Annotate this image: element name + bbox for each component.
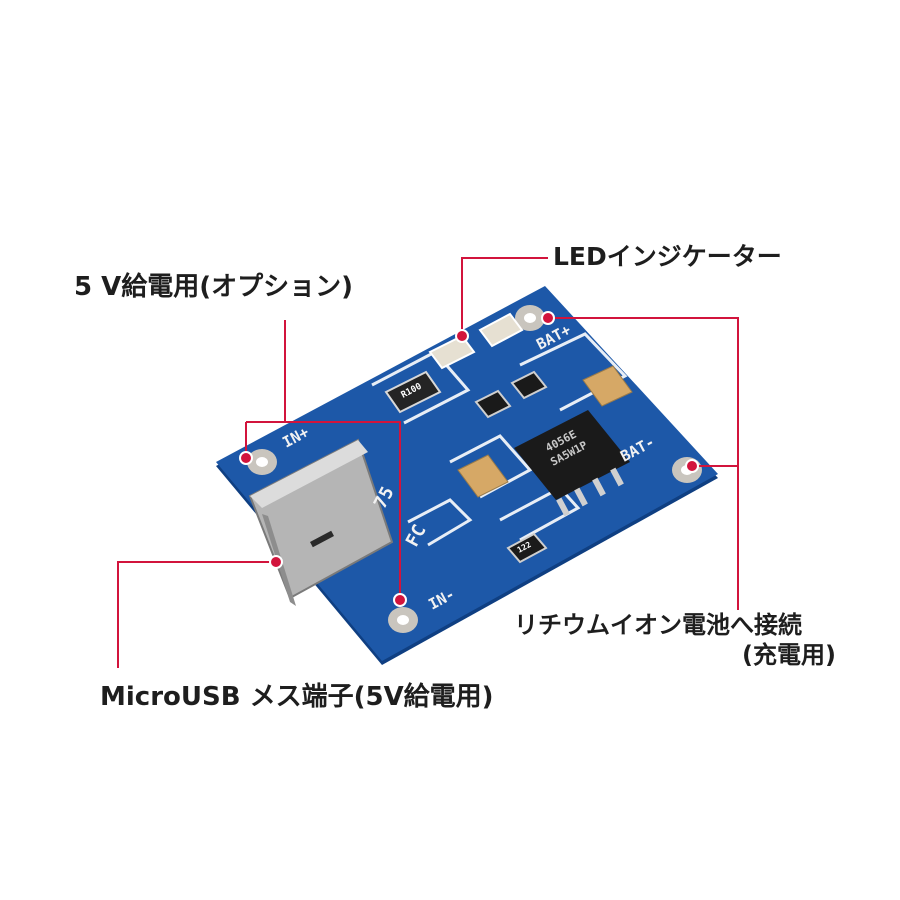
ic-chip: [514, 410, 630, 517]
label-battery-charging: (充電用): [742, 641, 836, 669]
capacitors: [457, 365, 633, 498]
callout-lines: [117, 257, 739, 668]
callout-dots: [239, 311, 699, 607]
small-resistors: [474, 370, 548, 564]
label-5v-optional: 5 V給電用(オプション): [74, 272, 354, 302]
callout-battery: [548, 317, 739, 610]
label-led-indicator: LEDインジケーター: [553, 242, 782, 271]
label-battery-connect: リチウムイオン電池へ接続: [514, 611, 802, 639]
resistor-main: [384, 370, 442, 414]
callout-led: [461, 257, 548, 336]
callout-usb: [117, 561, 276, 668]
callout-5v-bracket: [246, 421, 401, 600]
micro-usb-connector: [248, 438, 394, 606]
led-pair: [428, 312, 524, 370]
label-micro-usb: MicroUSB メス端子(5V給電用): [100, 682, 494, 712]
